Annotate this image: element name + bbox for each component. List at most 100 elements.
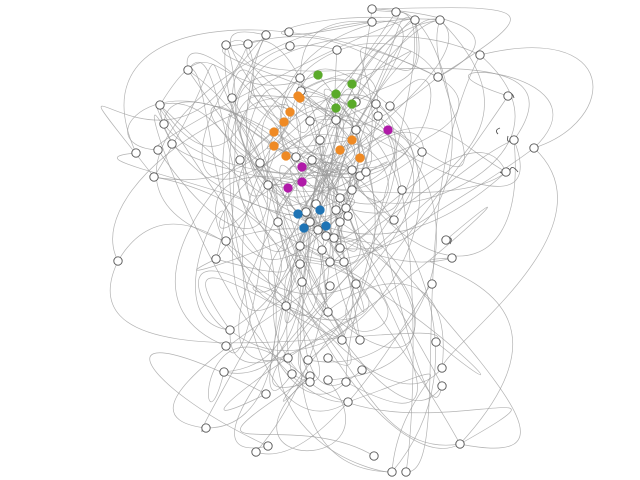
graph-edge (267, 11, 400, 150)
graph-edge (208, 346, 311, 403)
graph-node-orange (285, 107, 295, 117)
graph-edge (153, 64, 299, 215)
graph-edge (240, 375, 375, 457)
graph-node-orange (335, 145, 345, 155)
graph-node (331, 115, 341, 125)
graph-node (417, 147, 427, 157)
graph-edge (335, 51, 412, 211)
graph-node (251, 447, 261, 457)
graph-node (159, 119, 169, 129)
graph-edge (468, 72, 554, 149)
graph-edge (331, 19, 420, 211)
graph-edge (301, 79, 432, 178)
graph-edge (154, 18, 416, 151)
graph-node (201, 423, 211, 433)
graph-edge (225, 183, 279, 354)
graph-edge (159, 62, 319, 106)
graph-node (347, 165, 357, 175)
graph-node (167, 139, 177, 149)
graph-node (433, 72, 443, 82)
graph-edge (225, 44, 439, 129)
graph-node (351, 279, 361, 289)
graph-node (367, 4, 377, 14)
graph-node (325, 281, 335, 291)
graph-node (301, 207, 311, 217)
graph-node (437, 381, 447, 391)
graph-edge (149, 352, 269, 447)
graph-edge (236, 75, 361, 207)
graph-edge (272, 20, 404, 359)
graph-edge (293, 196, 358, 252)
graph-node (321, 231, 331, 241)
graph-edge (198, 270, 287, 331)
graph-node (427, 279, 437, 289)
graph-node-purple (283, 183, 293, 193)
graph-node (225, 325, 235, 335)
graph-node (323, 353, 333, 363)
graph-node (227, 93, 237, 103)
graph-edge (299, 129, 389, 313)
graph-node (455, 439, 465, 449)
graph-edge (285, 19, 441, 316)
graph-edge (225, 44, 303, 312)
graph-node-green (347, 99, 357, 109)
graph-edge (441, 147, 558, 369)
graph-edge (246, 34, 361, 198)
graph-node (149, 172, 159, 182)
graph-edge (210, 106, 341, 199)
graph-node-purple (297, 177, 307, 187)
graph-node-blue (293, 209, 303, 219)
graph-node (387, 467, 397, 477)
graph-edge (368, 8, 476, 78)
graph-edge (287, 357, 512, 445)
graph-edge (276, 375, 346, 452)
graph-edge (284, 262, 481, 376)
graph-node (373, 111, 383, 121)
graph-node (503, 91, 513, 101)
graph-node (243, 39, 253, 49)
graph-node (335, 243, 345, 253)
graph-node-green (313, 70, 323, 80)
graph-node (219, 367, 229, 377)
graph-edge (127, 100, 297, 158)
graph-node-orange (279, 117, 289, 127)
graph-node-blue (299, 223, 309, 233)
graph-node-orange (269, 127, 279, 137)
graph-node (317, 245, 327, 255)
graph-edge (405, 54, 481, 473)
graph-node (437, 363, 447, 373)
graph-node (131, 148, 141, 158)
graph-node (211, 254, 221, 264)
graph-node (315, 135, 325, 145)
graph-edge (153, 79, 353, 180)
graph-node (287, 369, 297, 379)
graph-edge (371, 7, 511, 78)
graph-edge (219, 103, 377, 229)
graph-node (235, 155, 245, 165)
graph-node (295, 73, 305, 83)
graph-edge (222, 43, 395, 191)
graph-node (155, 100, 165, 110)
graph-edge (229, 206, 488, 364)
graph-node-purple (297, 162, 307, 172)
graph-edge (272, 129, 414, 388)
graph-edge (336, 152, 507, 240)
graph-node (389, 215, 399, 225)
graph-node (297, 277, 307, 287)
graph-node (305, 217, 315, 227)
graph-node (305, 116, 315, 126)
graph-node (255, 158, 265, 168)
graph-node (355, 335, 365, 345)
graph-node (323, 375, 333, 385)
graph-edge (377, 19, 465, 168)
graph-node (343, 211, 353, 221)
graph-node (447, 253, 457, 263)
graph-node (263, 180, 273, 190)
graph-node (153, 145, 163, 155)
graph-node (475, 50, 485, 60)
graph-node (303, 355, 313, 365)
graph-node (291, 152, 301, 162)
graph-node (273, 217, 283, 227)
graph-node-purple (383, 125, 393, 135)
